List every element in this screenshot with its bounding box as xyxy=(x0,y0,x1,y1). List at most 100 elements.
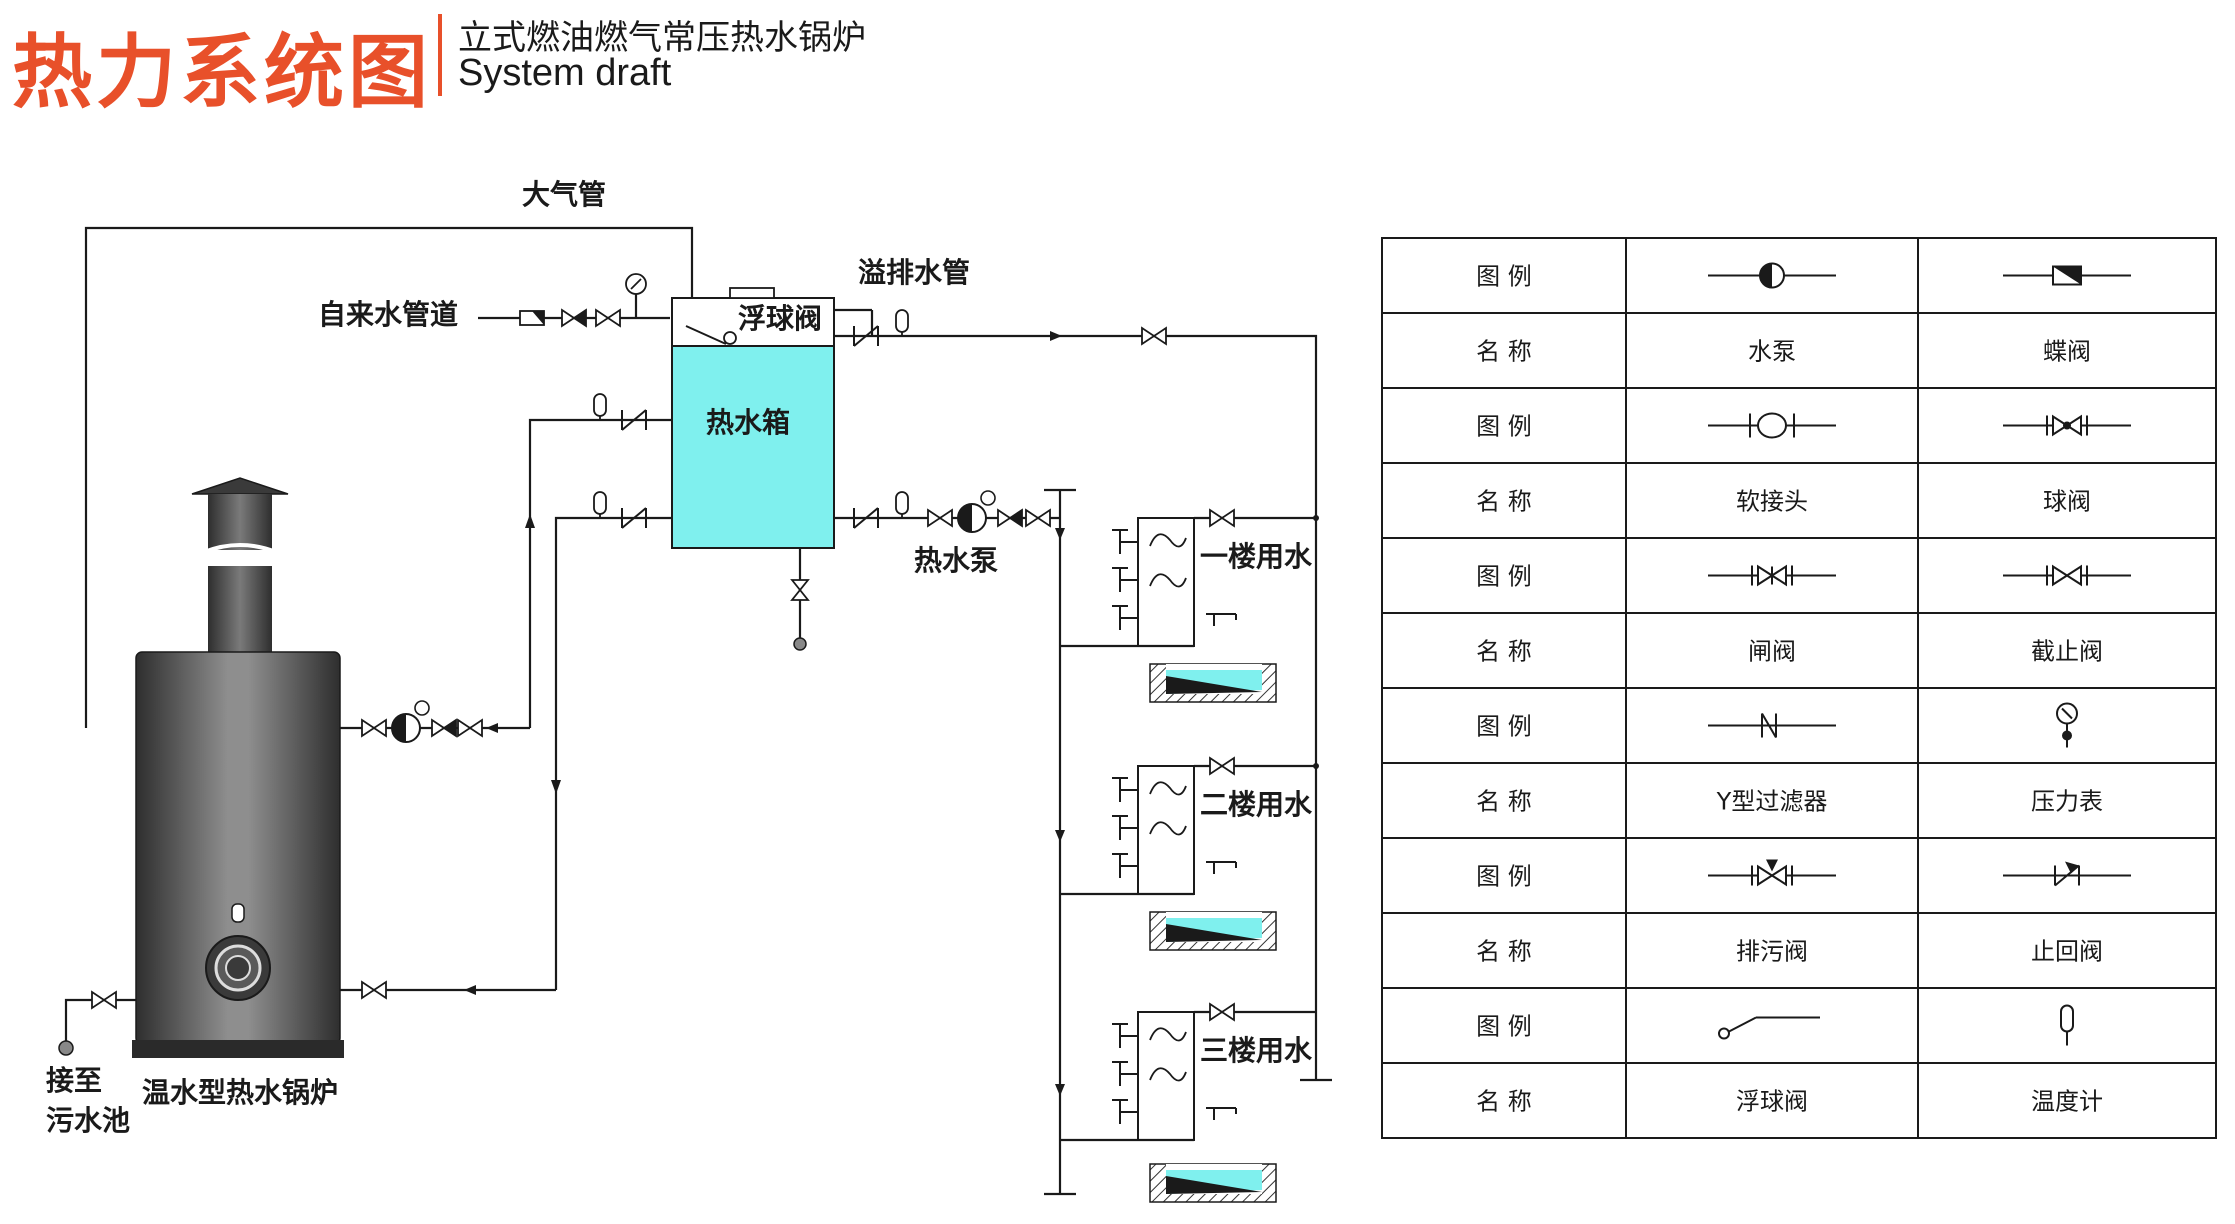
check-valve-icon xyxy=(2003,861,2131,887)
atmosphere-pipe: 大气管 xyxy=(84,178,694,728)
supply-line: 热水泵 xyxy=(834,488,1076,1196)
gate-valve-icon xyxy=(1209,1003,1235,1021)
legend-item-name: 浮球阀 xyxy=(1736,1088,1808,1116)
legend-item-name: 蝶阀 xyxy=(2043,338,2091,366)
legend-symbol-header: 图 例 xyxy=(1476,413,1532,441)
legend-symbol-header: 图 例 xyxy=(1476,263,1532,291)
floor-3-pool xyxy=(1149,1163,1277,1203)
gate-valve-icon xyxy=(1209,509,1235,527)
gate-valve-icon xyxy=(595,309,621,327)
sewage-outlet: 接至 污水池 xyxy=(46,991,136,1137)
gate-valve-icon xyxy=(1708,564,1836,587)
tap-icon xyxy=(1111,1023,1139,1049)
gate-valve-icon xyxy=(1209,757,1235,775)
tap-icon xyxy=(1111,529,1139,555)
y-strainer-icon xyxy=(519,310,545,326)
legend-name-header: 名 称 xyxy=(1476,1088,1532,1116)
pressure-gauge-icon xyxy=(980,490,996,506)
legend-name-header: 名 称 xyxy=(1476,488,1532,516)
floor-2-label: 二楼用水 xyxy=(1200,788,1313,821)
legend-name-header: 名 称 xyxy=(1476,938,1532,966)
pressure-gauge-icon xyxy=(2056,702,2078,748)
tap-water-line: 自来水管道 xyxy=(318,273,670,331)
gate-valve-icon xyxy=(361,981,387,999)
legend-item-name: 水泵 xyxy=(1748,338,1796,366)
drain-gate-valve-icon xyxy=(790,579,810,601)
gate-valve-icon xyxy=(91,991,117,1009)
faucet-icon xyxy=(1205,861,1237,875)
gate-valve-icon xyxy=(457,719,483,737)
tap-water-pipe-label: 自来水管道 xyxy=(318,298,458,331)
boiler-outlet-line xyxy=(340,700,530,743)
legend-symbol-header: 图 例 xyxy=(1476,713,1532,741)
legend-item-name: 温度计 xyxy=(2031,1088,2103,1116)
tap-icon xyxy=(1111,567,1139,593)
product-subtitle: 立式燃油燃气常压热水锅炉 xyxy=(458,18,866,58)
legend-item-name: 排污阀 xyxy=(1736,938,1808,966)
ball-valve-icon xyxy=(431,719,457,737)
legend-item-name: 止回阀 xyxy=(2031,938,2103,966)
pressure-gauge-icon xyxy=(414,700,430,716)
overflow-pipe: 溢排水管 xyxy=(834,256,1318,1080)
tap-icon xyxy=(1111,815,1139,841)
sewage-label-line1: 接至 xyxy=(46,1064,102,1097)
sewage-label-line2: 污水池 xyxy=(46,1104,130,1137)
boiler-return-line xyxy=(340,981,556,999)
thermometer-icon xyxy=(593,491,607,519)
burner-port-icon xyxy=(205,935,271,1001)
pressure-gauge-icon xyxy=(625,273,647,295)
gate-valve-icon xyxy=(361,719,387,737)
thermometer-icon xyxy=(895,491,909,519)
water-pump-icon xyxy=(1708,262,1836,289)
overflow-pipe-label: 溢排水管 xyxy=(858,256,970,289)
floor-1-pool xyxy=(1149,663,1277,703)
floor-2-unit: 二楼用水 xyxy=(1060,757,1319,951)
tap-icon xyxy=(1111,853,1139,879)
boiler-label: 温水型热水锅炉 xyxy=(142,1076,338,1109)
legend-item-name: 压力表 xyxy=(2031,788,2103,816)
legend-item-name: Y型过滤器 xyxy=(1716,788,1828,816)
water-pump-icon xyxy=(957,503,987,533)
hot-water-pump-label: 热水泵 xyxy=(914,544,998,577)
legend-name-header: 名 称 xyxy=(1476,338,1532,366)
legend-symbol-header: 图 例 xyxy=(1476,863,1532,891)
blowdown-valve-icon xyxy=(1708,859,1836,887)
page-header: 热力系统图 立式燃油燃气常压热水锅炉 System draft xyxy=(0,0,900,119)
thermometer-icon xyxy=(895,309,909,337)
flexible-joint-icon xyxy=(1708,412,1836,439)
gate-valve-icon xyxy=(927,509,953,527)
float-valve-icon xyxy=(1718,1016,1820,1040)
tap-icon xyxy=(1111,777,1139,803)
floor-1-label: 一楼用水 xyxy=(1200,540,1313,573)
thermometer-icon xyxy=(593,393,607,421)
tap-icon xyxy=(1111,1061,1139,1087)
legend-item-name: 软接头 xyxy=(1736,488,1808,516)
y-strainer-icon xyxy=(1708,712,1836,739)
tap-icon xyxy=(1111,605,1139,631)
globe-valve-icon xyxy=(2003,564,2131,587)
ball-valve-icon xyxy=(561,309,587,327)
legend-symbol-header: 图 例 xyxy=(1476,1013,1532,1041)
faucet-icon xyxy=(1205,1107,1237,1121)
floor-2-pool xyxy=(1149,911,1277,951)
gate-valve-icon xyxy=(1141,327,1167,345)
water-pump-icon xyxy=(391,713,421,743)
tap-icon xyxy=(1111,1099,1139,1125)
legend-item-name: 截止阀 xyxy=(2031,638,2103,666)
float-valve-label: 浮球阀 xyxy=(738,302,822,335)
title-divider xyxy=(438,14,442,96)
floor-1-unit: 一楼用水 xyxy=(1060,509,1319,703)
thermometer-icon xyxy=(2060,1004,2074,1046)
hot-water-tank: 浮球阀 热水箱 xyxy=(671,287,835,651)
legend-item-name: 球阀 xyxy=(2043,488,2091,516)
english-subtitle: System draft xyxy=(458,52,672,94)
floor-3-unit: 三楼用水 xyxy=(1060,1003,1332,1203)
legend-name-header: 名 称 xyxy=(1476,638,1532,666)
butterfly-valve-icon xyxy=(2003,265,2131,286)
float-valve-icon xyxy=(723,331,737,345)
ball-valve-icon xyxy=(2003,414,2131,437)
hot-water-tank-label: 热水箱 xyxy=(706,406,790,439)
gate-valve-icon xyxy=(1025,509,1051,527)
